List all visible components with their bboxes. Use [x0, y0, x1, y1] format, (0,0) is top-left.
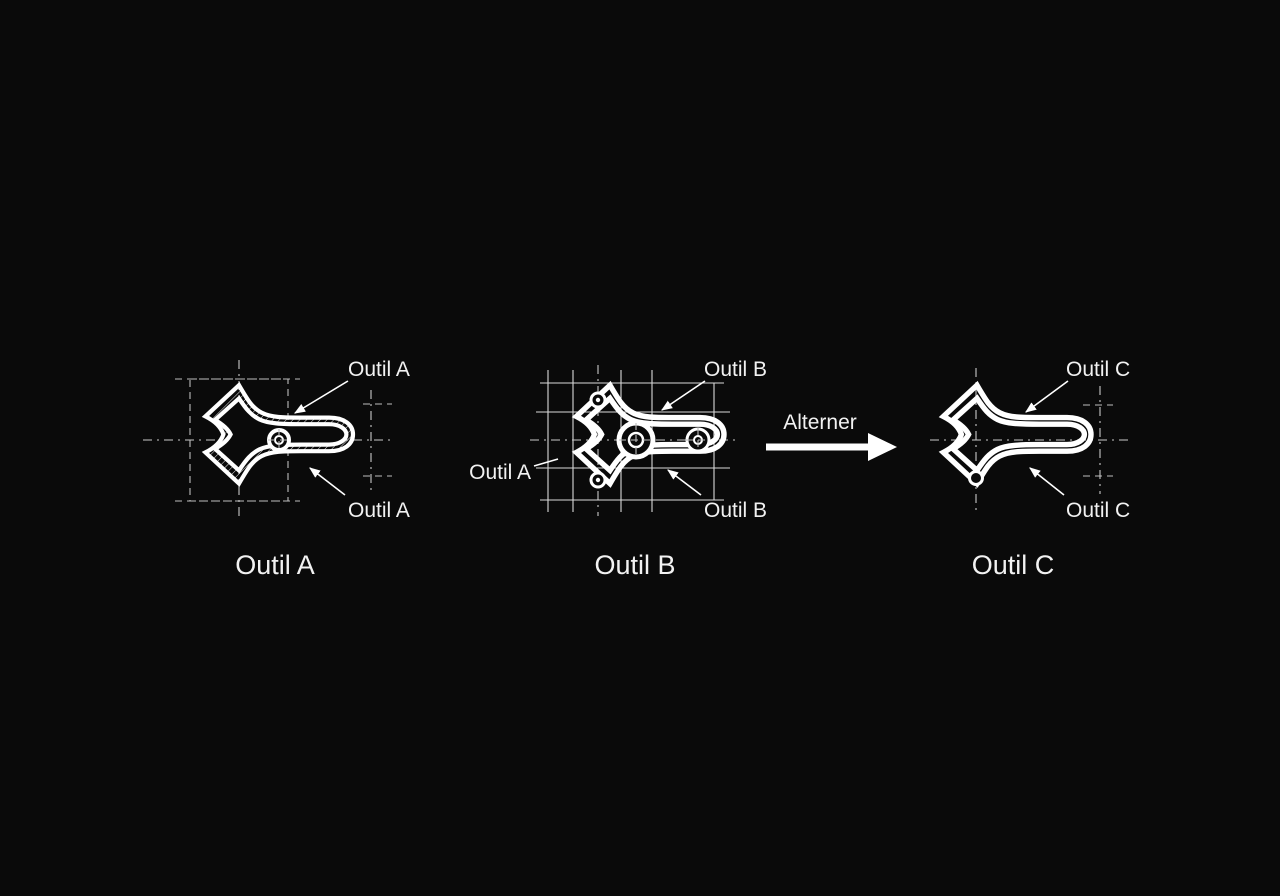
- annotation-outil-a-top: Outil A: [348, 358, 410, 381]
- annotation-outil-a-left: Outil A: [469, 461, 531, 484]
- figure-c-body: [943, 385, 1091, 483]
- leader-line-top: [294, 380, 349, 414]
- leader-line-b-bottom: [667, 469, 702, 496]
- figure-b-pin-hole-lower: [589, 471, 607, 489]
- annotation-outil-c-bottom: Outil C: [1066, 499, 1130, 522]
- annotation-outil-a-bottom: Outil A: [348, 499, 410, 522]
- figure-c-annotations: Outil C Outil C: [1025, 358, 1130, 522]
- leader-line-b-left: [533, 458, 559, 467]
- caption-figure-b: Outil B: [594, 550, 675, 580]
- leader-line-c-bottom: [1029, 467, 1065, 496]
- operation-alterner: Alterner: [766, 411, 897, 461]
- figure-a-pivot: [267, 428, 291, 452]
- annotation-outil-b-top: Outil B: [704, 358, 767, 381]
- annotation-outil-b-bottom: Outil B: [704, 499, 767, 522]
- figure-b-end-boss: [685, 427, 711, 453]
- leader-line-c-top: [1025, 380, 1069, 413]
- figure-b-group: Outil B Outil A Outil B Outil B: [469, 358, 767, 580]
- leader-line-bottom: [309, 467, 346, 496]
- figure-a-annotations: Outil A Outil A: [294, 358, 410, 522]
- annotation-outil-c-top: Outil C: [1066, 358, 1130, 381]
- figure-b-pin-hole-upper: [589, 391, 607, 409]
- figure-c-inner-outline: [953, 398, 1084, 470]
- caption-figure-a: Outil A: [235, 550, 315, 580]
- right-arrow-icon: [766, 433, 897, 461]
- figure-b-pivot: [616, 420, 656, 460]
- operation-label: Alterner: [783, 411, 857, 434]
- figure-c-pin-hole: [968, 470, 984, 486]
- figure-c-construction: [930, 368, 1128, 512]
- leader-line-b-top: [661, 380, 706, 411]
- figure-a-group: Outil A Outil A Outil A: [143, 358, 410, 580]
- figure-b-annotations: Outil B Outil A Outil B: [469, 358, 767, 522]
- caption-figure-c: Outil C: [972, 550, 1055, 580]
- figure-c-group: Outil C Outil C Outil C: [930, 358, 1130, 580]
